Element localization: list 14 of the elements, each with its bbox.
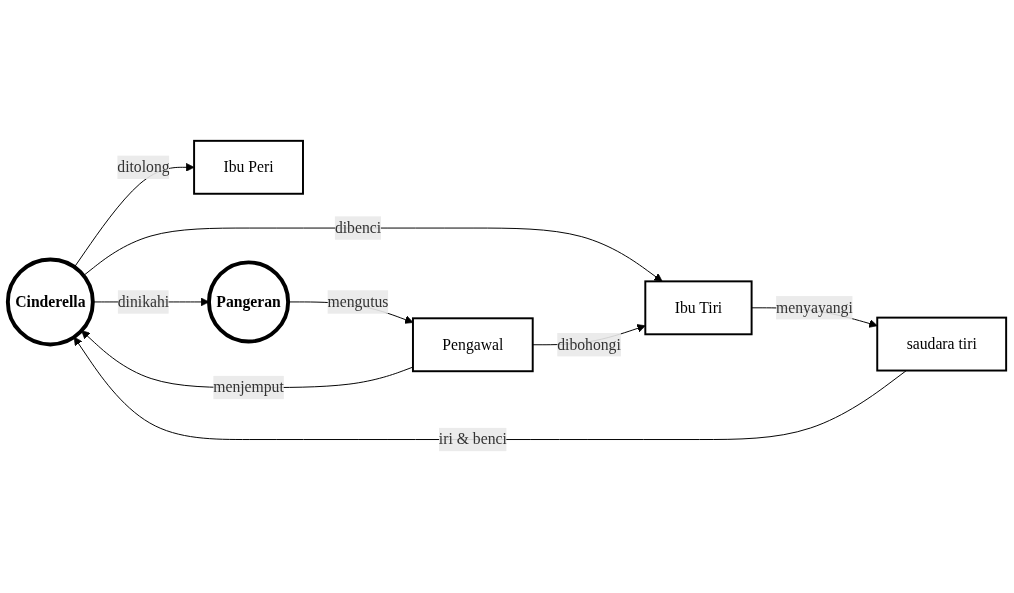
edge-label: ditolong: [117, 158, 170, 176]
node-circle: Cinderella: [5, 257, 95, 347]
node-box: Ibu Tiri: [644, 280, 753, 336]
node-box: Pengawal: [411, 317, 534, 373]
node-box: Ibu Peri: [193, 140, 304, 196]
node-circle: Pangeran: [207, 260, 291, 344]
edge-label: iri & benci: [438, 431, 507, 448]
edge-label: menyayangi: [776, 299, 853, 317]
node-box: saudara tiri: [876, 317, 1008, 372]
edge-label: dinikahi: [117, 293, 170, 311]
edge-label: menjemput: [213, 379, 284, 396]
edge-label: mengutus: [327, 293, 389, 311]
edge-label: dibohongi: [557, 336, 621, 354]
edge-label: dibenci: [334, 219, 382, 237]
